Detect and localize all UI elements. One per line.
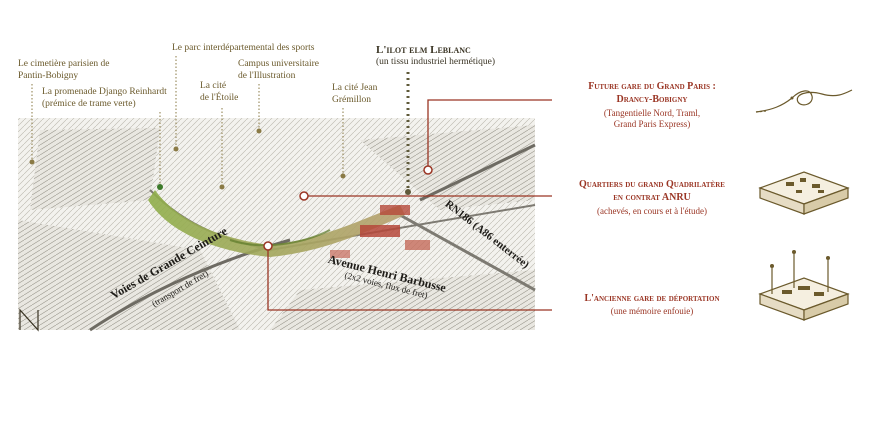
callout-gare-sub: (Tangentielle Nord, Traml, Grand Paris E… [552, 108, 752, 130]
parc-text: Le parc interdépartemental des sports [172, 43, 315, 53]
anru-title-line2: en contrat ANRU [613, 192, 691, 203]
gare-title-line1: Future gare du Grand Paris : [588, 81, 716, 92]
label-cite-etoile: La cité de l'Étoile [200, 80, 238, 104]
cimetiere-line1: Le cimetière parisien de [18, 59, 110, 69]
gare-title-line2: Drancy-Bobigny [616, 94, 688, 105]
label-ilot: L'ilot elm Leblanc (un tissu industriel … [376, 44, 495, 68]
anru-sub-line1: (achevés, en cours et à l'étude) [596, 206, 708, 216]
promenade-line1: La promenade Django Reinhardt [42, 87, 167, 97]
callout-anru-sub: (achevés, en cours et à l'étude) [552, 206, 752, 217]
callout-gare-title: Future gare du Grand Paris : Drancy-Bobi… [552, 80, 752, 106]
memorial-block-icon [758, 250, 850, 321]
deportation-title-line1: L'ancienne gare de déportation [584, 293, 720, 304]
cite-jean-line1: La cité Jean [332, 83, 378, 93]
ilot-title: L'ilot elm Leblanc [376, 44, 471, 56]
label-promenade: La promenade Django Reinhardt (prémice d… [42, 86, 167, 110]
deportation-sub-line1: (une mémoire enfouie) [610, 306, 694, 316]
callout-anru-title: Quartiers du grand Quadrilatère en contr… [552, 178, 752, 204]
label-campus: Campus universitaire de l'Illustration [238, 58, 319, 82]
promenade-line2: (prémice de trame verte) [42, 99, 136, 109]
district-block-icon [758, 171, 850, 215]
route-icon [755, 89, 853, 113]
callout-deportation-sub: (une mémoire enfouie) [552, 306, 752, 317]
label-cimetiere: Le cimetière parisien de Pantin-Bobigny [18, 58, 110, 82]
label-cite-jean: La cité Jean Grémillon [332, 82, 377, 106]
gare-sub-line1: (Tangentielle Nord, Traml, [603, 108, 701, 118]
callout-deportation-title: L'ancienne gare de déportation [552, 292, 752, 305]
cite-etoile-line1: La cité [200, 81, 227, 91]
gare-sub-line2: Grand Paris Express) [613, 119, 691, 129]
cimetiere-line2: Pantin-Bobigny [18, 71, 79, 81]
label-parc: Le parc interdépartemental des sports [172, 42, 314, 54]
ilot-subtitle: (un tissu industriel hermétique) [376, 57, 495, 67]
cite-jean-line2: Grémillon [332, 95, 372, 105]
cite-etoile-line2: de l'Étoile [200, 93, 239, 103]
campus-line1: Campus universitaire [238, 59, 319, 69]
anru-title-line1: Quartiers du grand Quadrilatère [579, 179, 725, 190]
campus-line2: de l'Illustration [238, 71, 296, 81]
